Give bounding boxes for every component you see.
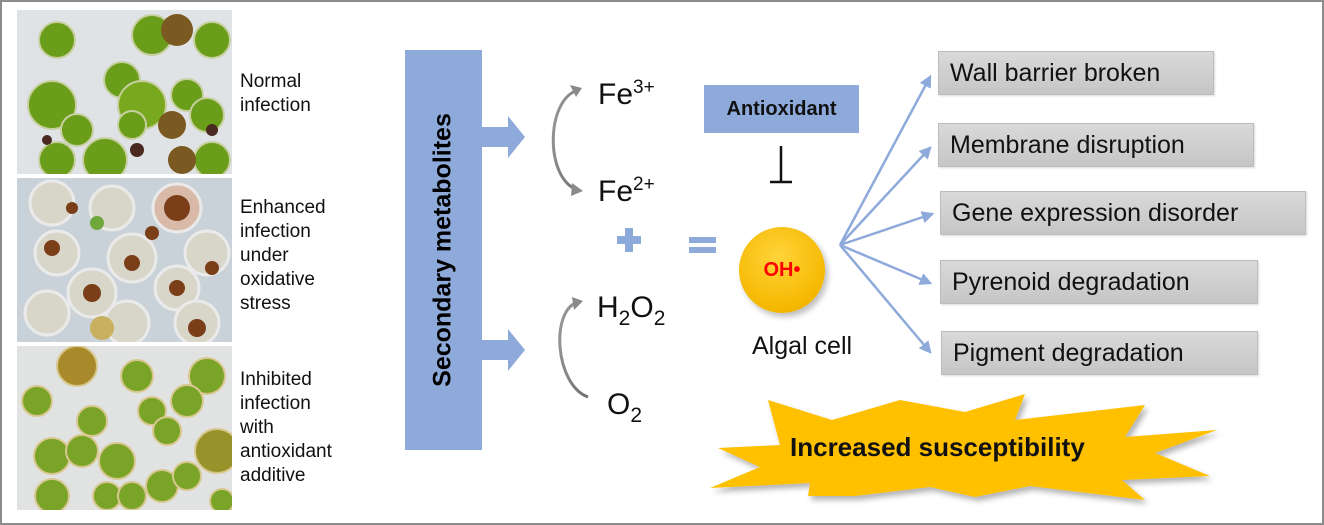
microscopy-enhanced-infection <box>17 178 232 342</box>
fe2-charge: 2+ <box>633 174 655 195</box>
fe3-charge: 3+ <box>633 77 655 98</box>
effect-arrow <box>839 243 933 285</box>
effect-pyrenoid-degradation: Pyrenoid degradation <box>940 260 1258 304</box>
caption-line: Normal <box>240 71 302 92</box>
caption-line: with <box>240 417 274 438</box>
fe3-label: Fe3+ <box>598 77 655 111</box>
fe3-symbol: Fe <box>598 78 634 111</box>
caption-line: under <box>240 245 289 266</box>
effect-label: Membrane disruption <box>950 130 1185 159</box>
caption-line: Inhibited <box>240 369 312 390</box>
iron-cycle-arrow-icon <box>551 88 579 192</box>
caption-line: infection <box>240 221 311 242</box>
effect-arrow <box>839 146 932 246</box>
hydroxyl-radical-label: OH• <box>763 258 801 281</box>
starburst-shape <box>710 394 1217 500</box>
microscopy-inhibited-infection <box>17 346 232 510</box>
fe2-label: Fe2+ <box>598 174 655 208</box>
effect-label: Pigment degradation <box>953 338 1184 367</box>
h2o2-label: H2O2 <box>597 291 665 330</box>
caption-line: infection <box>240 393 311 414</box>
effect-label: Wall barrier broken <box>950 58 1161 87</box>
plus-icon <box>617 228 641 252</box>
effect-arrow <box>839 244 932 354</box>
effect-pigment-degradation: Pigment degradation <box>941 331 1258 375</box>
h2o2-h: H <box>597 291 619 324</box>
caption-line: infection <box>240 95 311 116</box>
block-arrow-to-iron <box>482 116 525 158</box>
effect-gene-expression-disorder: Gene expression disorder <box>940 191 1306 235</box>
h2o2-sub2: 2 <box>653 307 666 330</box>
h2o2-o: O <box>630 291 654 324</box>
effect-label: Pyrenoid degradation <box>952 267 1190 296</box>
caption-line: Enhanced <box>240 197 326 218</box>
effect-label: Gene expression disorder <box>952 198 1239 227</box>
caption-line: oxidative <box>240 269 315 290</box>
o2-o: O <box>607 388 631 421</box>
caption-enhanced-infection: Enhanced infection under oxidative stres… <box>240 196 326 316</box>
effect-arrow <box>838 74 932 246</box>
effect-arrow <box>839 211 935 247</box>
outcome-label: Increased susceptibility <box>790 432 1085 462</box>
caption-inhibited-infection: Inhibited infection with antioxidant add… <box>240 368 332 488</box>
caption-line: antioxidant <box>240 441 332 462</box>
o2-label: O2 <box>607 388 642 427</box>
effect-wall-barrier-broken: Wall barrier broken <box>938 51 1214 95</box>
h2o2-sub1: 2 <box>618 307 631 330</box>
caption-line: additive <box>240 465 306 486</box>
microscopy-normal-infection <box>17 10 232 174</box>
algal-cell-label: Algal cell <box>752 332 853 360</box>
oxygen-cycle-arrow-icon <box>558 300 589 399</box>
caption-line: stress <box>240 293 291 314</box>
hydroxyl-radical-circle: OH• <box>739 227 825 313</box>
equals-icon <box>689 237 716 253</box>
secondary-metabolites-box <box>405 50 482 450</box>
inhibition-icon <box>770 146 792 184</box>
antioxidant-box: Antioxidant <box>704 85 859 133</box>
caption-normal-infection: Normal infection <box>240 70 311 118</box>
block-arrow-to-peroxide <box>482 329 525 371</box>
effect-membrane-disruption: Membrane disruption <box>938 123 1254 167</box>
fe2-symbol: Fe <box>598 175 634 208</box>
o2-sub: 2 <box>630 404 643 427</box>
antioxidant-label: Antioxidant <box>726 97 837 120</box>
